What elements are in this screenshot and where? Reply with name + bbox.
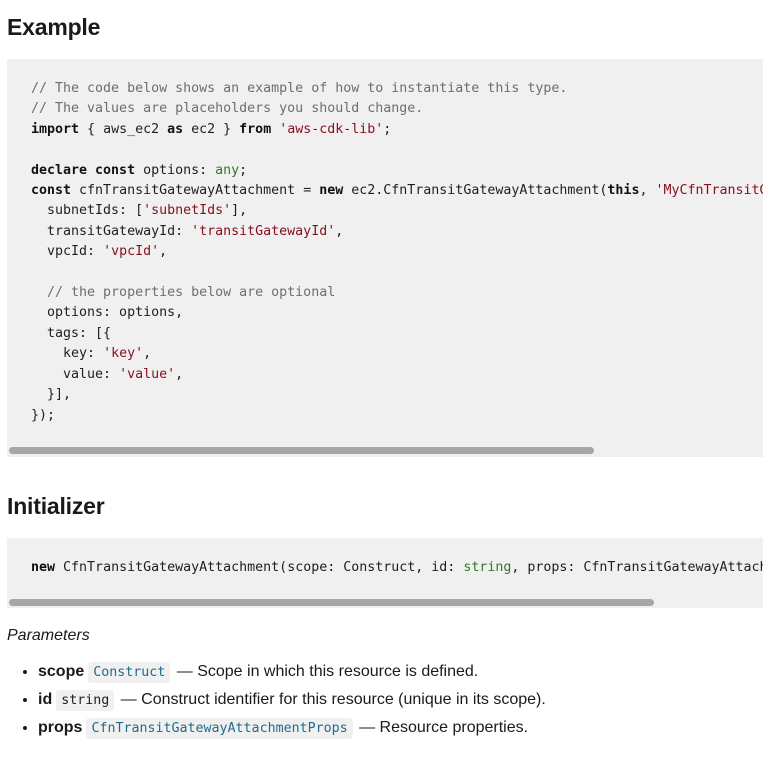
code-token: 'key' — [103, 346, 144, 362]
code-token: // The code below shows an example of ho… — [31, 81, 568, 96]
code-token: }); — [31, 407, 56, 423]
example-code-line: tags: [{ — [31, 324, 763, 344]
example-code-line: }], — [31, 385, 763, 405]
code-token: 'MyCfnTransitGatewayAttachment' — [655, 183, 763, 199]
example-code-line: transitGatewayId: 'transitGatewayId', — [31, 222, 763, 242]
code-token: // The values are placeholders you shoul… — [31, 101, 424, 117]
code-token: ec2 } — [183, 121, 240, 137]
code-token: options: options, — [31, 305, 184, 321]
code-token: cfnTransitGatewayAttachment = — [71, 183, 320, 199]
code-token: transitGatewayId: — [31, 223, 192, 239]
example-code-line: value: 'value', — [31, 365, 763, 385]
param-name: scope — [38, 663, 85, 680]
param-type: string — [56, 690, 115, 711]
example-code-line: declare const options: any; — [31, 161, 763, 181]
code-token: ; — [383, 121, 392, 137]
code-token: tags: [{ — [31, 325, 112, 341]
code-token: 'transitGatewayId' — [191, 223, 336, 239]
code-token: import — [31, 121, 80, 137]
example-code: // The code below shows an example of ho… — [7, 59, 763, 426]
code-token: string — [463, 560, 512, 575]
param-description: — Construct identifier for this resource… — [120, 691, 546, 708]
initializer-code: new CfnTransitGatewayAttachment(scope: C… — [7, 538, 763, 578]
code-token: 'aws-cdk-lib' — [279, 121, 384, 137]
code-token: ; — [239, 162, 248, 178]
example-code-block: // The code below shows an example of ho… — [7, 59, 763, 457]
initializer-code-block: new CfnTransitGatewayAttachment(scope: C… — [7, 538, 763, 608]
code-token: options: — [135, 162, 216, 178]
code-token: 'subnetIds' — [143, 203, 232, 219]
param-description: — Resource properties. — [359, 719, 529, 736]
code-token: 'value' — [119, 366, 176, 382]
code-token: value: — [31, 366, 120, 382]
example-code-line: }); — [31, 406, 763, 426]
param-type-link[interactable]: CfnTransitGatewayAttachmentProps — [86, 718, 353, 739]
code-token: , — [335, 223, 344, 239]
example-code-line: // the properties below are optional — [31, 283, 763, 303]
code-token: // the properties below are optional — [31, 285, 336, 301]
code-token: const — [31, 183, 72, 199]
example-heading: Example — [7, 14, 101, 40]
code-token: this — [607, 183, 640, 199]
code-token: any — [215, 162, 240, 178]
code-token: 'vpcId' — [103, 244, 160, 260]
example-code-line: key: 'key', — [31, 344, 763, 364]
code-token: subnetIds: [ — [31, 203, 144, 219]
code-token: CfnTransitGatewayAttachment(scope: Const… — [55, 560, 464, 575]
code-token: as — [167, 121, 184, 137]
example-code-line — [31, 263, 763, 283]
example-code-line: const cfnTransitGatewayAttachment = new … — [31, 181, 763, 201]
code-token: { aws_ec2 — [79, 121, 168, 137]
code-token: }], — [31, 387, 72, 403]
code-token: , — [175, 366, 184, 382]
initializer-code-scrollbar[interactable] — [9, 599, 759, 606]
param-name: props — [38, 719, 83, 736]
code-token: , — [143, 346, 152, 362]
example-code-line: // The code below shows an example of ho… — [31, 79, 763, 99]
code-token: vpcId: — [31, 244, 104, 260]
param-description: — Scope in which this resource is define… — [176, 663, 479, 680]
code-token: declare const — [31, 162, 136, 178]
code-token: , props: CfnTransitGatewayAttachmentProp… — [511, 560, 763, 575]
example-code-line: // The values are placeholders you shoul… — [31, 99, 763, 119]
param-type-link[interactable]: Construct — [88, 662, 171, 683]
example-code-line: options: options, — [31, 303, 763, 323]
example-code-line: import { aws_ec2 as ec2 } from 'aws-cdk-… — [31, 120, 763, 140]
example-code-line: subnetIds: ['subnetIds'], — [31, 201, 763, 221]
code-token: from — [239, 121, 272, 137]
parameters-label: Parameters — [7, 627, 90, 644]
code-token: new — [31, 560, 56, 575]
code-token: key: — [31, 346, 104, 362]
code-token: , — [159, 244, 168, 260]
param-name: id — [38, 691, 53, 708]
code-token: ], — [231, 203, 248, 219]
initializer-heading: Initializer — [7, 493, 105, 519]
example-code-scroll-thumb[interactable] — [9, 447, 594, 454]
example-code-line — [31, 140, 763, 160]
code-token: ec2.CfnTransitGatewayAttachment( — [343, 183, 608, 199]
initializer-code-scroll-thumb[interactable] — [9, 599, 654, 606]
example-code-scrollbar[interactable] — [9, 447, 759, 454]
example-code-line: vpcId: 'vpcId', — [31, 242, 763, 262]
code-token: , — [639, 183, 656, 199]
initializer-code-line: new CfnTransitGatewayAttachment(scope: C… — [31, 558, 763, 578]
code-token: new — [319, 183, 344, 199]
